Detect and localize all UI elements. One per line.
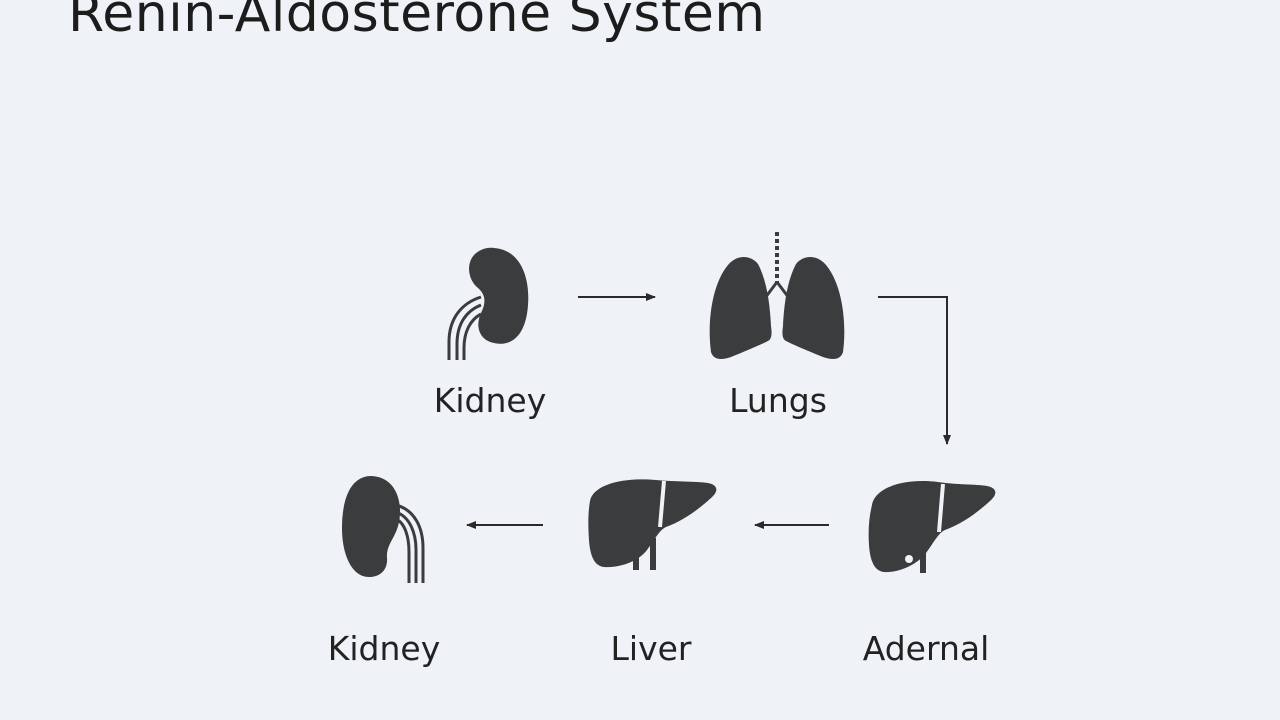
- liver-icon: [588, 479, 717, 570]
- kidney-icon: [342, 476, 425, 583]
- node-label-kidney-top: Kidney: [433, 381, 547, 420]
- node-label-kidney-bottom: Kidney: [327, 629, 441, 668]
- node-label-lungs: Lungs: [729, 381, 827, 420]
- liver-icon: [868, 481, 996, 573]
- node-label-liver: Liver: [610, 629, 692, 668]
- arrow-lungs-to-adernal: [878, 296, 951, 445]
- node-label-adernal: Adernal: [862, 629, 990, 668]
- page-title: Renin-Aldosterone System: [68, 0, 766, 44]
- kidney-icon: [447, 247, 529, 360]
- lungs-icon: [709, 232, 845, 360]
